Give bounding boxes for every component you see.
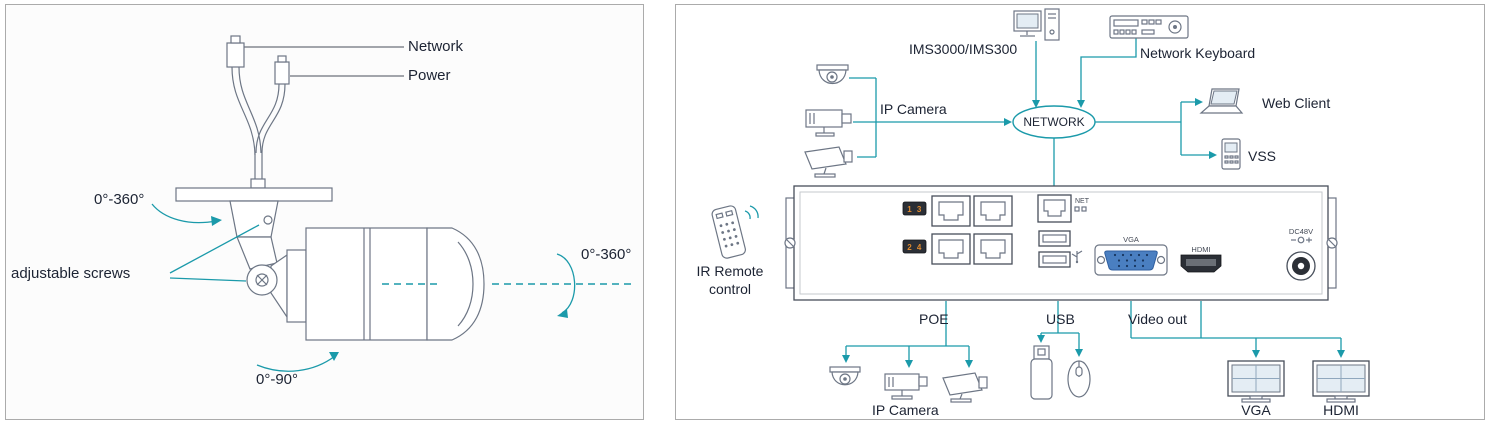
mounting-bracket	[175, 178, 333, 202]
bullet-camera-icon	[942, 372, 988, 403]
dome-camera-icon	[829, 366, 861, 386]
network-keyboard-label: Network Keyboard	[1140, 45, 1256, 61]
dc-power-label: DC48V	[1289, 227, 1313, 236]
dc-power-connector: DC48V	[1286, 227, 1316, 281]
power-cable-label: Power	[408, 67, 451, 84]
camera-body	[270, 227, 485, 341]
laptop-icon	[1199, 88, 1244, 114]
mouse-icon	[1067, 360, 1091, 398]
vga-monitor-label: VGA	[1241, 402, 1271, 418]
dc-polarity-icon	[1291, 236, 1312, 244]
camera-diagram-art	[151, 35, 634, 372]
ir-remote-label-line1: IR Remote	[696, 263, 764, 279]
vga-monitor-icon	[1227, 360, 1285, 403]
ir-signal-waves-icon	[744, 205, 759, 220]
camera-adjustment-panel: Network Power 0°-360° adjustable screws …	[5, 4, 644, 420]
hdmi-monitor-label: HDMI	[1323, 402, 1359, 418]
net-port-label: NET	[1075, 198, 1090, 205]
ims-software-label: IMS3000/IMS300	[909, 41, 1018, 57]
hdmi-monitor-icon	[1312, 360, 1370, 403]
nvr-diagram-art: NETWORK	[711, 8, 1370, 403]
poe-ports: 1 3 2 4	[902, 195, 1013, 265]
desktop-pc-icon	[1013, 8, 1060, 41]
dome-camera-icon	[816, 64, 849, 85]
ir-remote-icon	[711, 205, 746, 259]
box-camera-icon	[805, 109, 852, 137]
ir-remote-label: IR Remote control	[682, 263, 778, 298]
vss-label: VSS	[1248, 148, 1277, 164]
connection-lines	[842, 38, 1345, 368]
vga-connector: VGA	[1094, 235, 1168, 276]
pan-rotation-arrow-icon	[151, 203, 222, 226]
screw-pointer-lines	[169, 224, 260, 282]
poe-group-2-4-label: 2 4	[907, 243, 923, 252]
box-camera-icon	[884, 373, 928, 400]
network-keyboard-icon	[1109, 15, 1189, 39]
network-cloud: NETWORK	[1012, 105, 1096, 139]
ip-camera-bottom-label: IP Camera	[872, 402, 939, 418]
axis-rotation-arrow-icon	[556, 253, 576, 318]
vga-port-label: VGA	[1123, 235, 1139, 244]
adjustable-screw	[246, 264, 278, 296]
axis-rotation-label: 0°-360°	[581, 246, 632, 263]
network-connector	[226, 35, 262, 156]
pan-range-label: 0°-360°	[94, 191, 145, 208]
web-client-label: Web Client	[1262, 95, 1331, 111]
ip-camera-top-label: IP Camera	[880, 101, 947, 117]
nvr-connection-panel: NETWORK	[675, 4, 1485, 420]
network-cable-label: Network	[408, 38, 464, 55]
tilt-range-label: 0°-90°	[256, 371, 299, 388]
usb-flash-drive-icon	[1030, 345, 1053, 400]
mobile-phone-icon	[1221, 138, 1241, 170]
net-port: NET	[1037, 194, 1090, 223]
hdmi-port-label: HDMI	[1191, 245, 1210, 254]
poe-label: POE	[919, 311, 949, 327]
usb-ports	[1038, 230, 1083, 268]
bullet-camera-icon	[804, 146, 853, 178]
network-node-label: NETWORK	[1023, 115, 1084, 129]
video-out-label: Video out	[1128, 311, 1187, 327]
poe-group-1-3-label: 1 3	[907, 205, 923, 214]
power-connector	[255, 55, 290, 154]
label-pointer-lines	[244, 46, 404, 77]
camera-mount-joint	[229, 200, 279, 270]
tilt-rotation-arrow-icon	[256, 352, 339, 372]
ir-remote-label-line2: control	[708, 280, 752, 297]
adjustable-screws-label: adjustable screws	[11, 265, 131, 282]
hdmi-connector: HDMI	[1180, 245, 1222, 273]
usb-label: USB	[1046, 311, 1075, 327]
